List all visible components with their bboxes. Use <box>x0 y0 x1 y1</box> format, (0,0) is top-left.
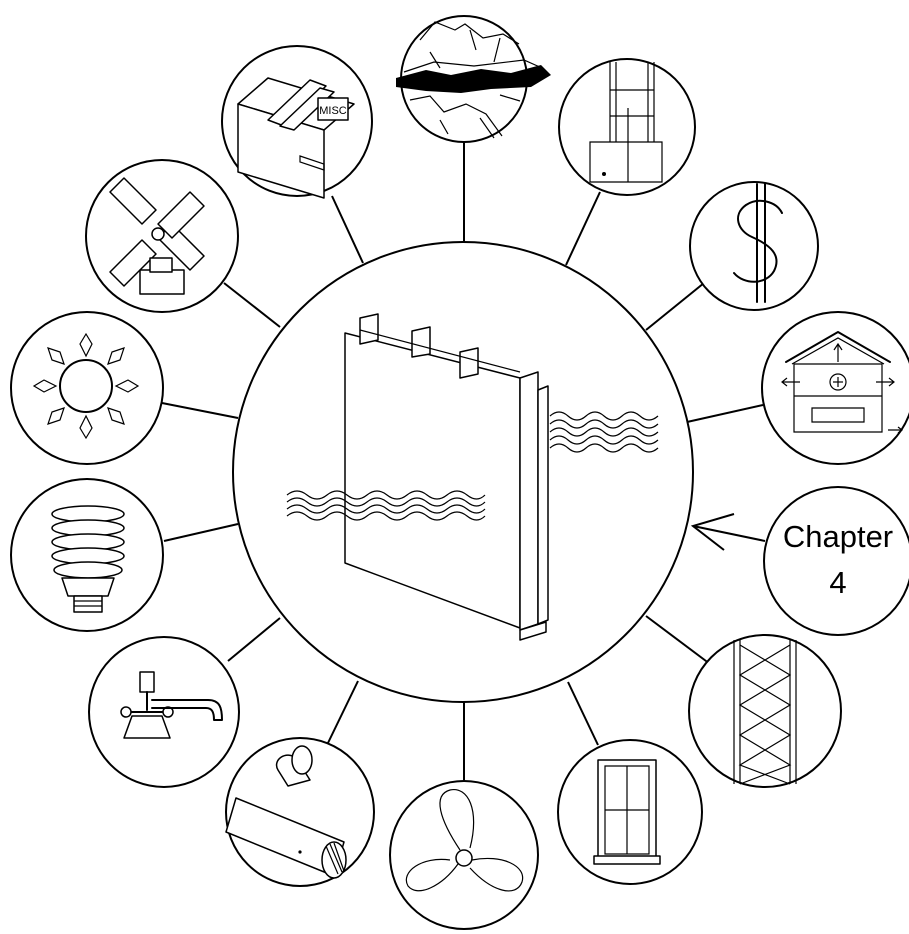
insulation-node[interactable] <box>689 635 841 787</box>
house-air-node[interactable] <box>762 312 909 464</box>
heat-waves-left <box>287 491 485 520</box>
spoke-lines <box>162 142 763 780</box>
fan-icon <box>406 790 522 891</box>
windows-node[interactable] <box>558 740 702 884</box>
chapter-label-line2: 4 <box>829 565 846 600</box>
sun-icon <box>34 334 138 438</box>
center-node[interactable] <box>233 242 693 702</box>
us-map-node[interactable] <box>396 16 551 142</box>
heat-waves-right <box>550 412 658 452</box>
duct-tape-icon <box>226 746 346 878</box>
dollar-sign-icon <box>734 184 782 302</box>
chapter-label-line1: Chapter <box>783 519 893 554</box>
wall-framing-door-icon <box>590 62 662 182</box>
chapter-arrow <box>693 514 765 550</box>
wind-node[interactable] <box>86 160 238 312</box>
costs-node[interactable] <box>690 182 818 310</box>
wall-section-heat-flow-icon <box>287 314 658 640</box>
windmill-icon <box>110 178 204 294</box>
lighting-node[interactable] <box>11 479 163 631</box>
water-faucet-icon <box>121 672 222 738</box>
file-cabinet-icon: MISC <box>238 78 354 198</box>
misc-files-node[interactable]: MISC <box>222 46 372 198</box>
chapter-node[interactable]: Chapter 4 <box>764 487 909 635</box>
house-air-pressure-icon <box>782 332 902 433</box>
duct-tape-node[interactable] <box>226 738 374 886</box>
solar-node[interactable] <box>11 312 163 464</box>
insulation-batt-icon <box>734 640 796 784</box>
misc-label: MISC <box>319 105 347 117</box>
fan-node[interactable] <box>390 781 538 929</box>
us-region-map-icon <box>396 22 551 138</box>
cfl-bulb-icon <box>52 506 124 612</box>
water-faucet-node[interactable] <box>89 637 239 787</box>
walls-doors-node[interactable] <box>559 59 695 195</box>
window-icon <box>594 760 660 864</box>
